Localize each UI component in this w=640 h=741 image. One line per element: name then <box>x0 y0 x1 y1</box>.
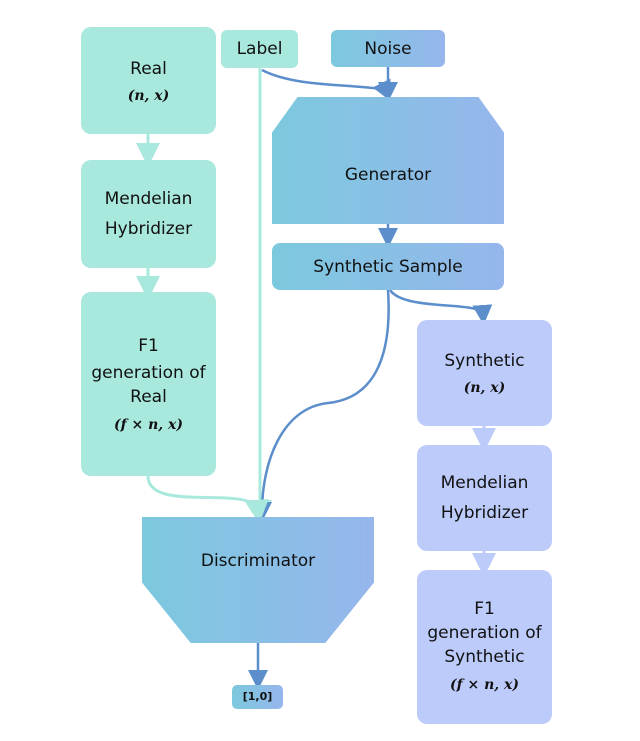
real-data-math: (n, x) <box>127 87 170 104</box>
mendelian-hybridizer-left: Mendelian Hybridizer <box>81 160 216 268</box>
hybridizer-left-line1: Mendelian <box>104 189 193 209</box>
generator-text: Generator <box>344 164 432 185</box>
f1-real-line1: F1 <box>138 336 159 356</box>
sample-to-synthetic-arrow <box>388 289 493 325</box>
label-text: Label <box>236 39 283 59</box>
hybridizer-right-line1: Mendelian <box>440 473 529 493</box>
f1-generation-synthetic-box: F1 generation of Synthetic (f × n, x) <box>417 570 552 724</box>
generator-block: Generator <box>272 97 504 224</box>
discriminator-block: Discriminator <box>142 517 374 643</box>
f1-synth-line1: F1 <box>474 599 495 619</box>
mendelian-hybridizer-right: Mendelian Hybridizer <box>417 445 552 551</box>
synthetic-sample-box: Synthetic Sample <box>272 243 504 290</box>
label-box: Label <box>221 30 298 68</box>
f1-real-line3: Real <box>130 387 167 407</box>
discriminator-text: Discriminator <box>200 551 316 571</box>
f1-synth-line2: generation of <box>427 623 542 643</box>
synthetic-data-title: Synthetic <box>444 351 525 371</box>
synthetic-sample-text: Synthetic Sample <box>313 256 463 277</box>
synthetic-data-box: Synthetic (n, x) <box>417 320 552 426</box>
output-text: [1,0] <box>242 690 273 703</box>
hybridizer-left-line2: Hybridizer <box>104 219 193 239</box>
real-data-title: Real <box>130 58 167 79</box>
real-data-box: Real (n, x) <box>81 27 216 134</box>
f1-real-line2: generation of <box>91 363 206 383</box>
f1-generation-real-box: F1 generation of Real (f × n, x) <box>81 292 216 476</box>
f1-synth-line3: Synthetic <box>444 647 525 667</box>
hybridizer-right-line2: Hybridizer <box>440 503 529 523</box>
noise-text: Noise <box>364 38 412 59</box>
f1-real-math: (f × n, x) <box>113 417 184 433</box>
output-box: [1,0] <box>232 685 283 709</box>
noise-box: Noise <box>331 30 445 67</box>
label-to-generator-arrow <box>261 68 391 101</box>
synthetic-data-math: (n, x) <box>463 380 506 396</box>
f1-real-to-discriminator-arrow <box>146 475 269 524</box>
f1-synth-math: (f × n, x) <box>449 677 520 693</box>
sample-to-discriminator-arrow <box>252 289 390 522</box>
